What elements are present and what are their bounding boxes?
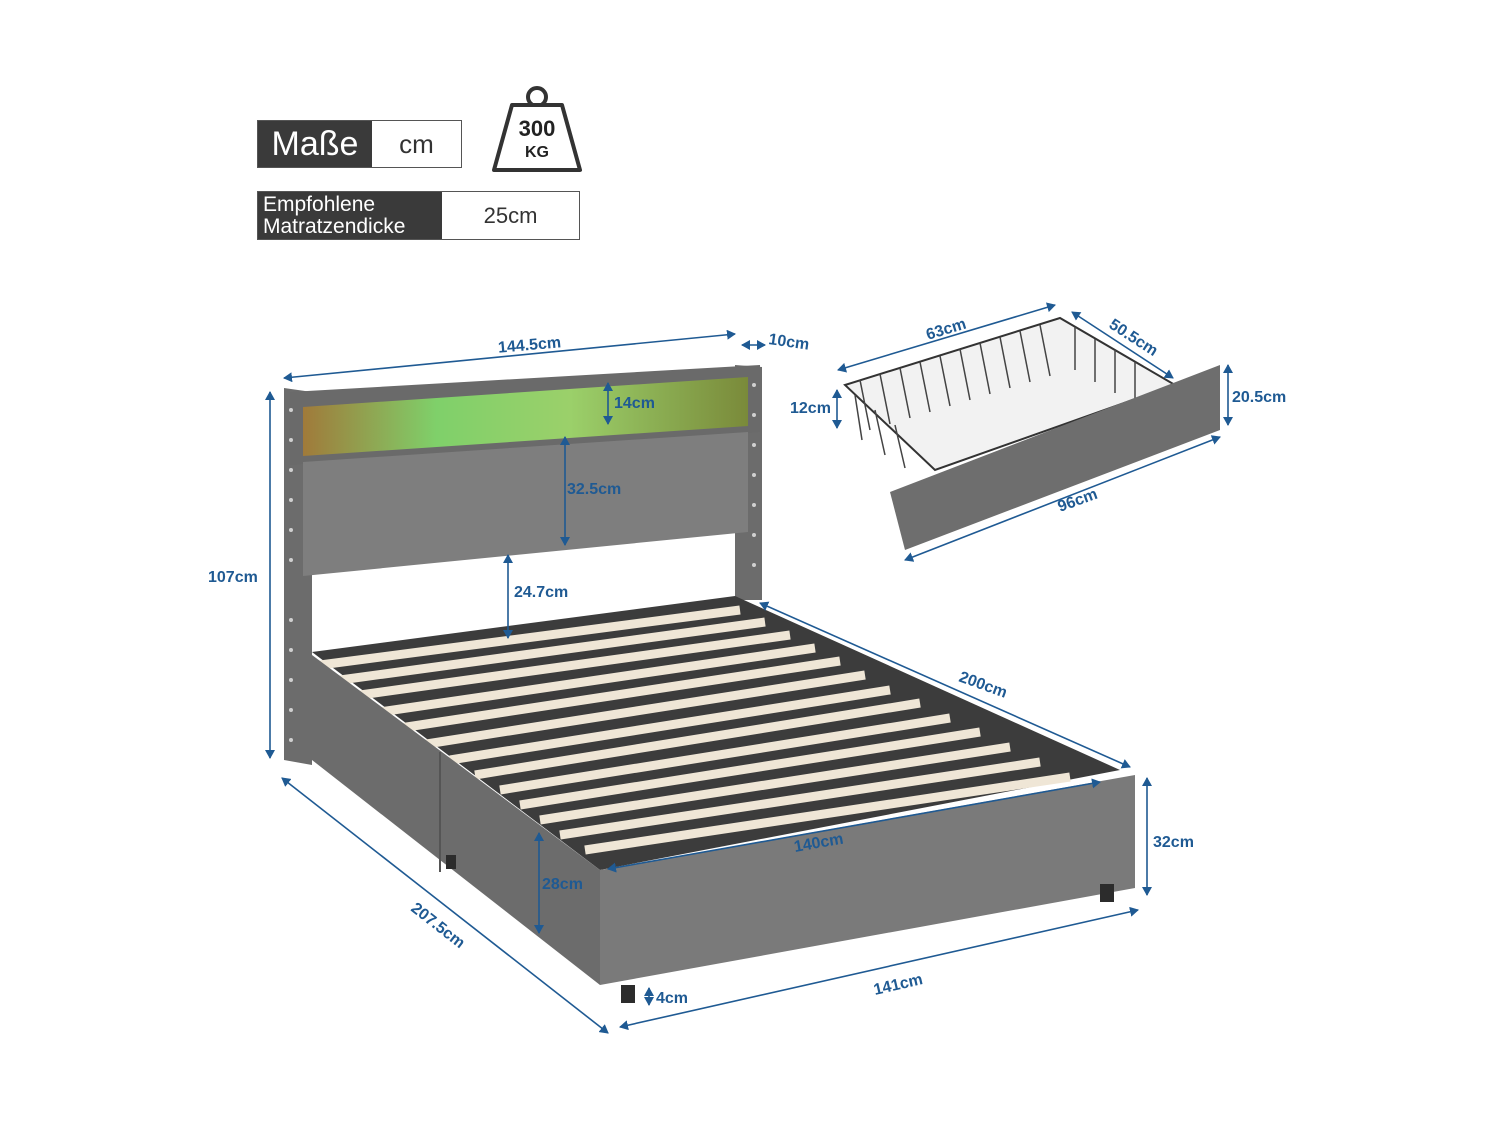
mattress-label-line1: Empfohlene [263, 193, 376, 216]
weight-unit: KG [525, 144, 549, 161]
dim-total-height: 107cm [208, 569, 258, 586]
dim-total-width: 141cm [872, 971, 924, 999]
dim-side-height: 28cm [542, 876, 583, 893]
mass-label: Maße [258, 121, 372, 167]
mattress-value: 25cm [483, 202, 538, 228]
mattress-label: Empfohlene Matratzendicke [258, 192, 442, 239]
weight-value: 300 [519, 116, 556, 141]
post-studs [289, 383, 756, 742]
dim-frame-height: 32cm [1153, 834, 1194, 851]
headboard-panel [303, 432, 748, 576]
middle-leg [446, 855, 456, 869]
mattress-label-line2: Matratzendicke [263, 215, 406, 238]
drawer-illustration [843, 316, 1220, 550]
dim-front-height: 20.5cm [1232, 389, 1286, 406]
weight-icon: 300 KG [492, 86, 582, 172]
mattress-box: Empfohlene Matratzendicke 25cm [257, 191, 580, 240]
front-leg [621, 985, 635, 1003]
dim-leg-height: 4cm [656, 990, 688, 1007]
dim-basket-height: 12cm [790, 400, 831, 417]
dim-shelf-height: 14cm [614, 395, 655, 412]
unit-label: cm [399, 128, 434, 159]
dim-total-length: 207.5cm [408, 900, 468, 952]
dimension-lines [265, 302, 1233, 1034]
led-shelf [303, 377, 748, 456]
dim-front-width: 96cm [1056, 486, 1100, 516]
unit-box: Maße cm [257, 120, 462, 168]
dim-basket-length: 63cm [924, 316, 968, 344]
back-leg [1100, 884, 1114, 902]
dim-headboard-panel: 32.5cm [567, 481, 621, 498]
dim-headboard-width: 144.5cm [497, 334, 561, 356]
dim-panel-gap: 24.7cm [514, 584, 568, 601]
dim-length: 200cm [957, 669, 1010, 702]
dim-headboard-depth: 10cm [767, 331, 810, 354]
